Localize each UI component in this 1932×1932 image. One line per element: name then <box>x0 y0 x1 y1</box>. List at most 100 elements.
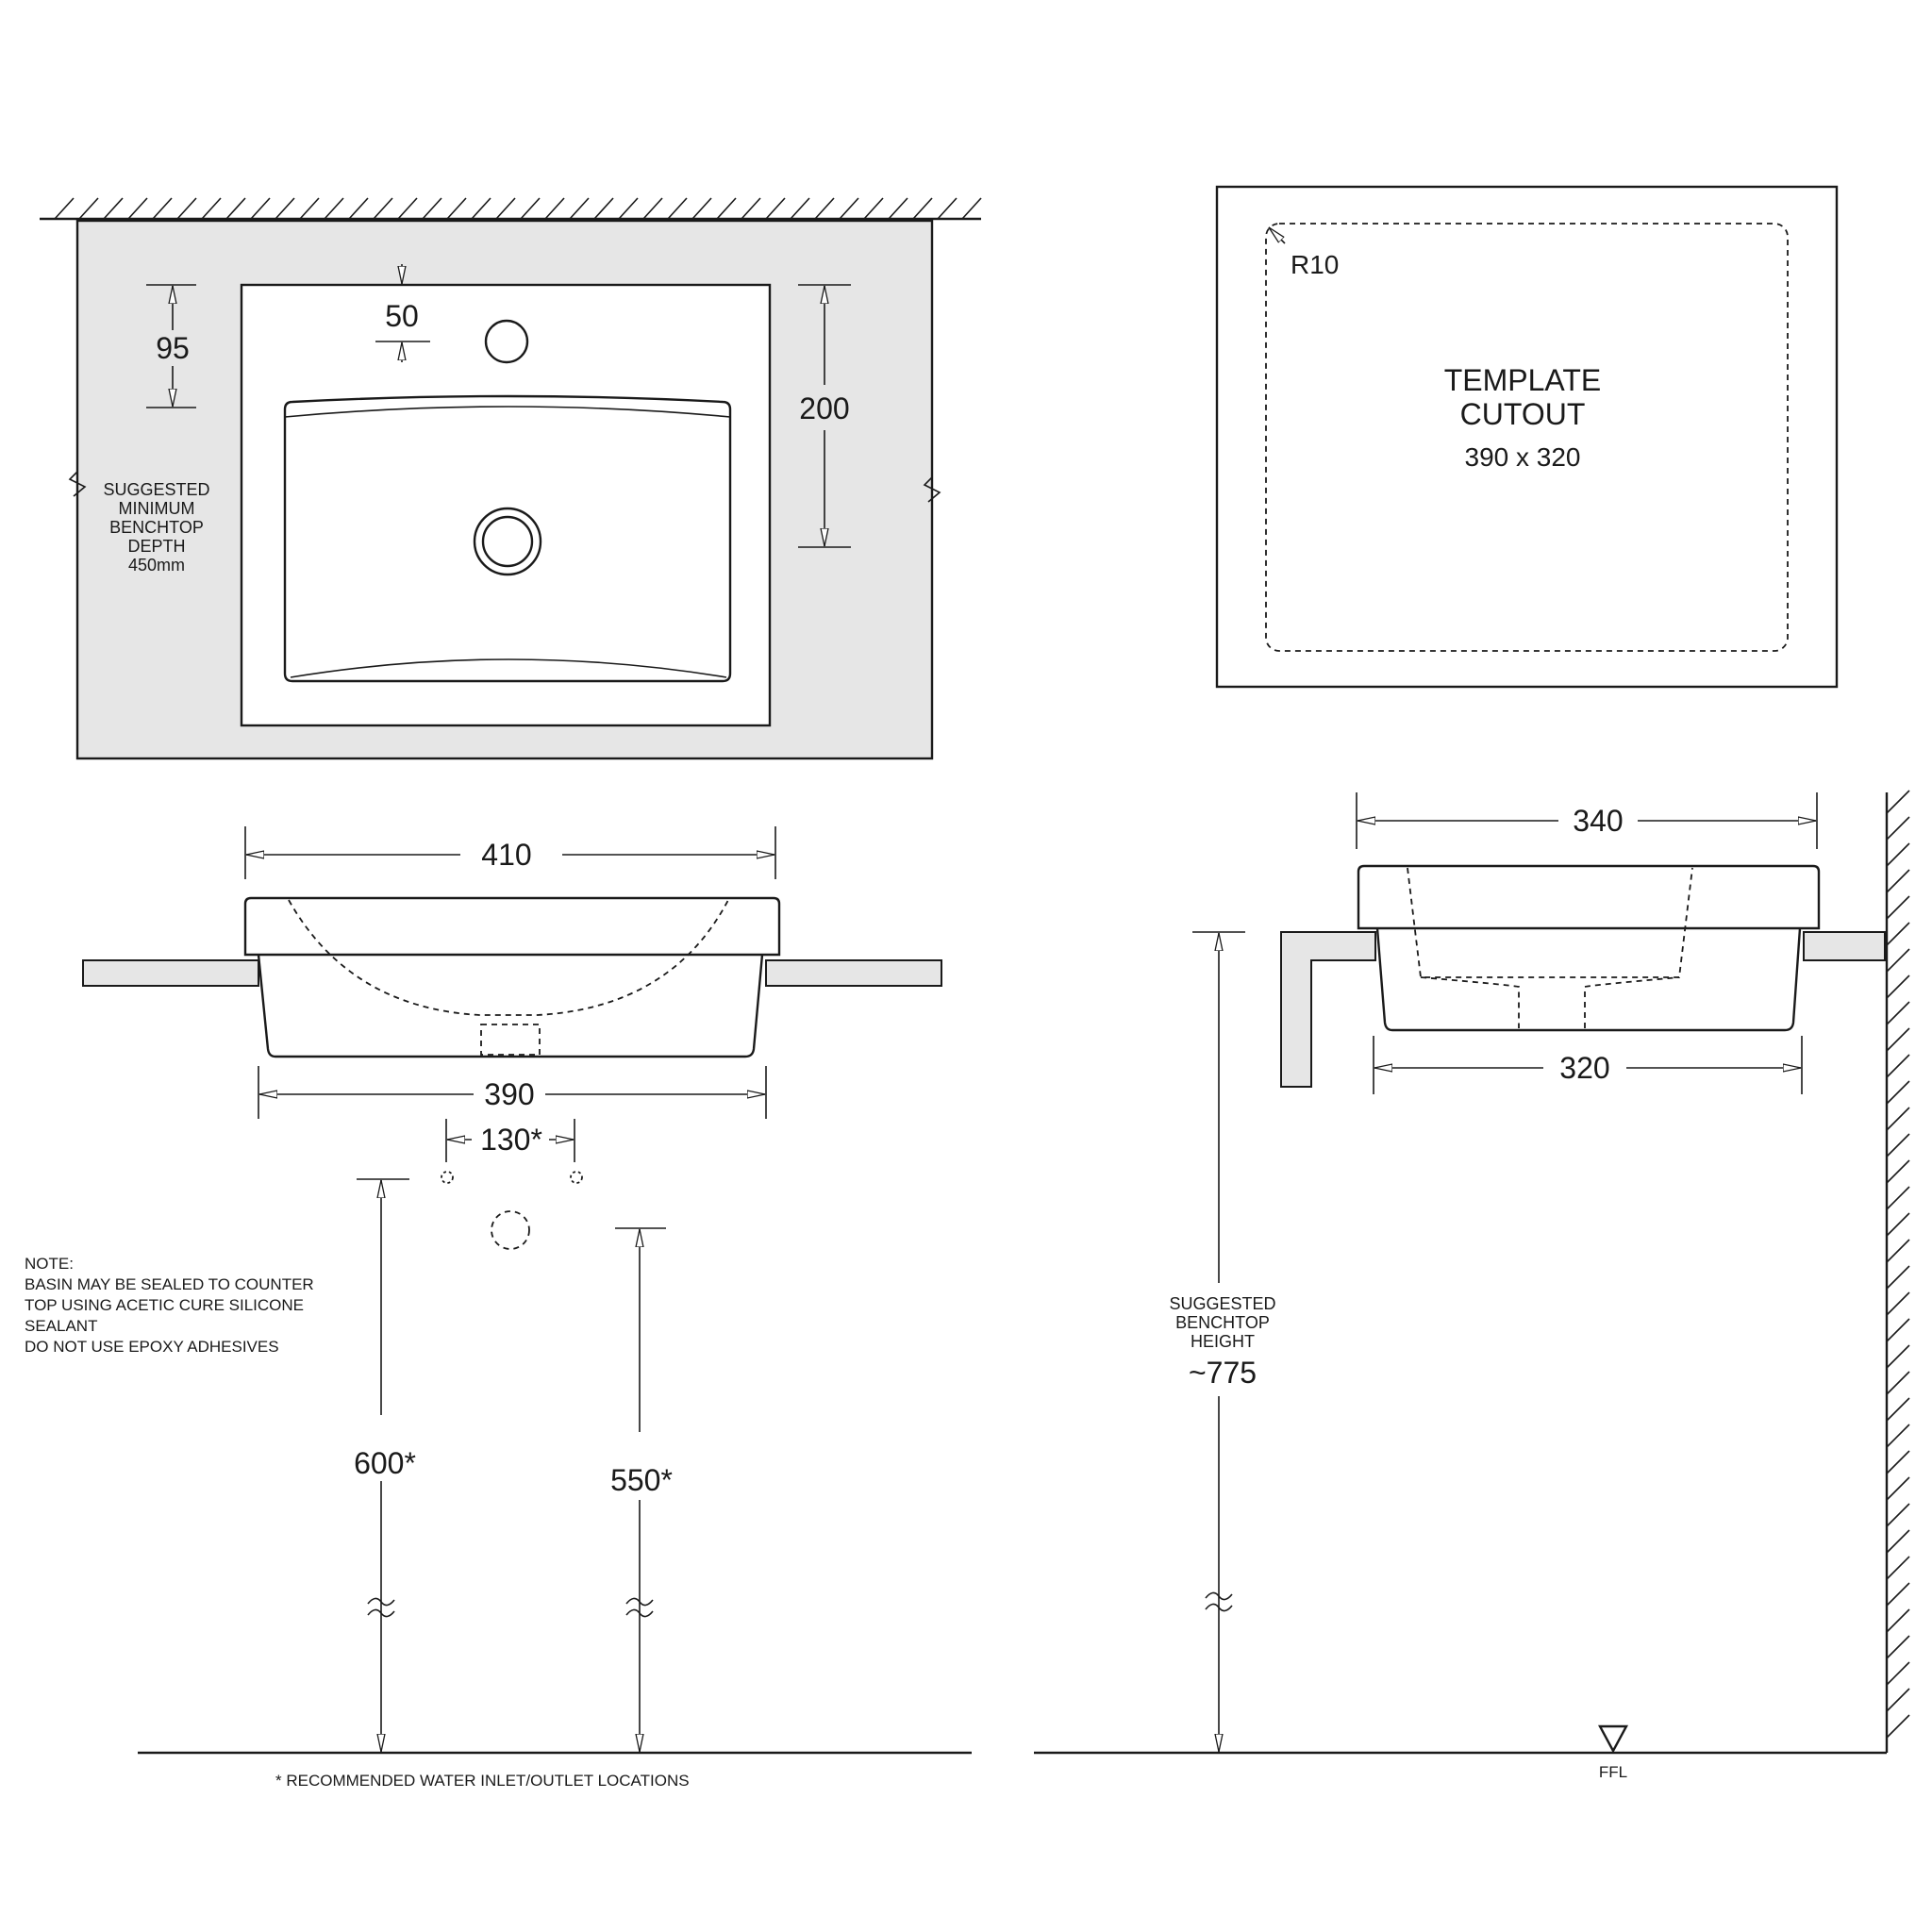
side-hatch-stroke <box>1886 1054 1910 1078</box>
plan-hatch-stroke <box>765 197 786 220</box>
side-hatch-stroke <box>1886 1608 1910 1633</box>
counter-right <box>765 959 942 987</box>
dim-600-break <box>367 1597 395 1618</box>
waste-inner <box>481 515 534 568</box>
plan-hatch-stroke <box>446 197 467 220</box>
template-cutout: R10 TEMPLATE CUTOUT 390 x 320 <box>1215 185 1839 689</box>
plan-bowl-top-curve <box>284 406 731 418</box>
plan-hatch-stroke <box>790 197 810 220</box>
radius-label: R10 <box>1291 250 1339 279</box>
plan-hatch-stroke <box>373 197 393 220</box>
template-cutout-outline <box>1265 223 1789 652</box>
side-hatch-stroke <box>1886 790 1910 814</box>
plan-hatch-stroke <box>495 197 516 220</box>
plan-view: 95 50 200 SUGGESTED MINIMUM BENCHTOP DEP… <box>40 197 982 760</box>
side-hatch-stroke <box>1886 1107 1910 1131</box>
side-counter-right <box>1803 931 1886 961</box>
side-hatch-stroke <box>1886 1529 1910 1554</box>
dim-550-break <box>625 1597 654 1618</box>
note-line-2: BASIN MAY BE SEALED TO COUNTER <box>25 1275 314 1293</box>
side-hatch-stroke <box>1886 1027 1910 1052</box>
side-hatch-stroke <box>1886 974 1910 999</box>
plan-hatch-stroke <box>544 197 565 220</box>
benchtop-depth-note-4: DEPTH <box>127 537 185 556</box>
height-label-3: HEIGHT <box>1191 1332 1255 1351</box>
plan-hatch-stroke <box>888 197 908 220</box>
side-hatch-stroke <box>1886 1080 1910 1105</box>
ffl-label: FFL <box>1599 1763 1627 1781</box>
plan-hatch-stroke <box>324 197 344 220</box>
plan-hatch-stroke <box>397 197 418 220</box>
dim-340-label: 340 <box>1573 804 1623 838</box>
side-elevation: 340 320 SUGGESTED BENCHTOP HEIGHT ~775 F <box>1034 790 1910 1781</box>
plan-break-mark-left <box>68 471 87 497</box>
plan-hatch-stroke <box>937 197 958 220</box>
dim-390-label: 390 <box>484 1077 534 1111</box>
inlet-marker-left <box>441 1171 454 1184</box>
side-hatch-stroke <box>1886 1476 1910 1501</box>
side-hatch-stroke <box>1886 869 1910 893</box>
side-hatch-stroke <box>1886 842 1910 867</box>
footnote: * RECOMMENDED WATER INLET/OUTLET LOCATIO… <box>275 1772 690 1790</box>
side-hatch-stroke <box>1886 1133 1910 1158</box>
side-hatch-stroke <box>1886 1265 1910 1290</box>
plan-hatch-stroke <box>814 197 835 220</box>
benchtop-depth-note-1: SUGGESTED <box>103 480 209 499</box>
counter-left <box>82 959 259 987</box>
side-wall-hatch <box>1886 790 1910 1739</box>
plan-hatch-stroke <box>741 197 761 220</box>
front-hidden-waste <box>480 1024 541 1056</box>
plan-hatch-stroke <box>667 197 688 220</box>
plan-hatch-stroke <box>201 197 222 220</box>
dim-600-label: 600* <box>354 1446 416 1480</box>
dim-320-label: 320 <box>1559 1051 1609 1085</box>
side-hatch-stroke <box>1886 1503 1910 1527</box>
inlet-marker-right <box>570 1171 583 1184</box>
height-label-2: BENCHTOP <box>1175 1313 1270 1332</box>
side-hatch-stroke <box>1886 1635 1910 1659</box>
side-hatch-stroke <box>1886 1159 1910 1184</box>
side-counter-left <box>1280 931 1376 1088</box>
dim-200-label: 200 <box>799 391 849 425</box>
side-basin-body <box>1375 927 1802 1032</box>
side-hatch-stroke <box>1886 948 1910 973</box>
plan-hatch-stroke <box>716 197 737 220</box>
ffl-symbol <box>1597 1724 1629 1754</box>
template-title-line2: CUTOUT <box>1460 397 1586 431</box>
note-line-3: TOP USING ACETIC CURE SILICONE <box>25 1296 304 1314</box>
side-hatch-stroke <box>1886 1291 1910 1316</box>
plan-hatch-stroke <box>691 197 712 220</box>
plan-basin-bowl <box>283 394 732 683</box>
waste-outer <box>473 507 542 576</box>
dim-550-label: 550* <box>610 1463 673 1497</box>
side-hatch-stroke <box>1886 1450 1910 1474</box>
plan-hatch-stroke <box>961 197 982 220</box>
side-hatch-stroke <box>1886 1661 1910 1686</box>
side-basin-rim <box>1357 864 1821 930</box>
plan-hatch-stroke <box>348 197 369 220</box>
plan-hatch-stroke <box>225 197 246 220</box>
plan-break-mark-right <box>923 476 941 503</box>
dim-95-label: 95 <box>156 331 190 365</box>
plan-hatch-stroke <box>103 197 124 220</box>
plan-basin-outer <box>240 283 772 727</box>
height-value: ~775 <box>1189 1356 1257 1390</box>
template-title-line1: TEMPLATE <box>1444 363 1602 397</box>
plan-hatch-stroke <box>471 197 491 220</box>
front-hidden-bowl <box>288 899 729 1016</box>
note-line-5: DO NOT USE EPOXY ADHESIVES <box>25 1338 279 1356</box>
plan-hatch-stroke <box>250 197 271 220</box>
side-hatch-stroke <box>1886 816 1910 841</box>
side-hatch-stroke <box>1886 1556 1910 1580</box>
plan-hatch-stroke <box>839 197 859 220</box>
plan-hatch-stroke <box>152 197 173 220</box>
dim-130-label: 130* <box>480 1123 542 1157</box>
side-hatch-stroke <box>1886 1318 1910 1342</box>
side-hatch-stroke <box>1886 1186 1910 1210</box>
plan-hatch-stroke <box>78 197 99 220</box>
radius-leader <box>1268 226 1286 244</box>
plan-hatch-stroke <box>422 197 442 220</box>
plan-hatch-stroke <box>593 197 614 220</box>
plan-wall-hatch <box>54 197 982 220</box>
side-hatch-stroke <box>1886 1239 1910 1263</box>
